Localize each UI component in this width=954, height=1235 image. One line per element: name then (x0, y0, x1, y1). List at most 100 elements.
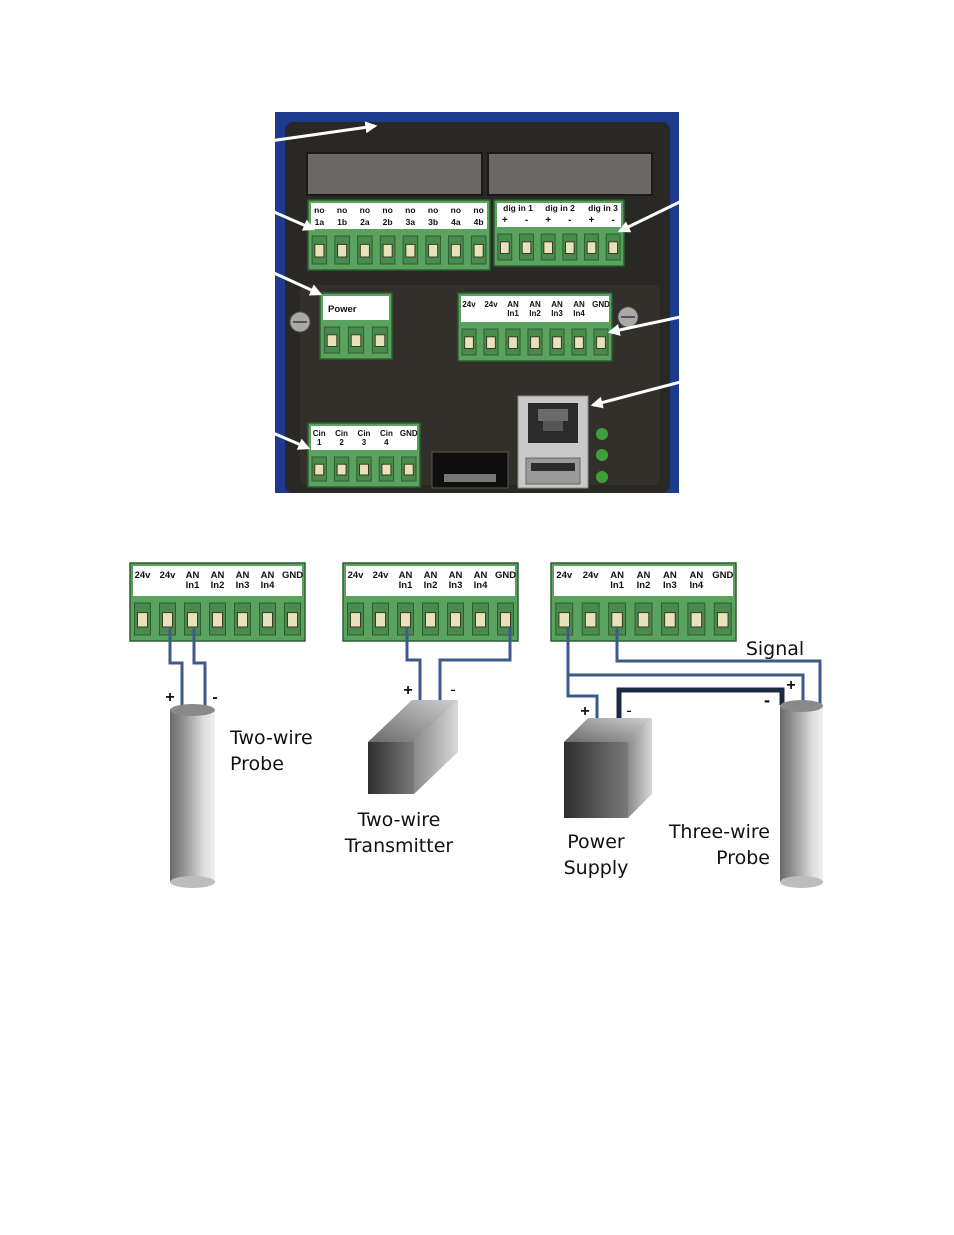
terminal-label: no (473, 205, 483, 215)
terminal-label: GND (592, 300, 610, 309)
probe-minus-label: - (212, 689, 217, 706)
terminal-label: AN (573, 300, 585, 309)
terminal-label: In4 (261, 580, 275, 591)
terminal-label: AN (529, 300, 541, 309)
terminal-label: - (611, 215, 614, 226)
terminal-label: In2 (529, 309, 541, 318)
terminal-label: AN (186, 570, 200, 581)
terminal-label: In2 (424, 580, 438, 591)
two-wire-probe-diagram: + - Two-wire Probe (165, 627, 313, 888)
terminal-label: no (314, 205, 324, 215)
terminal-label: Cin (335, 429, 348, 438)
terminal-label: AN (399, 570, 413, 581)
terminal-label: no (360, 205, 370, 215)
transmitter-label-line1: Two-wire (357, 809, 441, 831)
terminal-label: In3 (236, 580, 250, 591)
terminal-screw-icon (552, 336, 562, 349)
terminal-screw-icon (596, 336, 606, 349)
terminal-label: 4a (451, 217, 461, 227)
terminal-screw-icon (400, 612, 411, 628)
terminal-screw-icon (326, 334, 338, 347)
terminal-screw-icon (336, 463, 347, 476)
signal-label: Signal (746, 638, 804, 660)
supply-minus-label: - (626, 701, 632, 720)
terminal-label: In1 (507, 309, 519, 318)
terminal-screw-icon (381, 463, 392, 476)
terminal-label: In4 (689, 580, 703, 591)
usb-port (431, 451, 509, 489)
terminal-label: In1 (610, 580, 624, 591)
transmitter-label-line2: Transmitter (344, 835, 454, 857)
terminal-label: 24v (160, 570, 177, 581)
led-indicator-icon (596, 428, 608, 440)
terminal-screw-icon (137, 612, 148, 628)
supply-plus-label: + (580, 703, 589, 720)
probe3-minus-label: - (764, 690, 770, 710)
terminal-label: GND (282, 570, 303, 581)
terminal-label: In1 (186, 580, 200, 591)
terminal-label-strip (311, 426, 417, 450)
terminal-screw-icon (405, 243, 416, 258)
power-supply-label-line2: Supply (564, 857, 629, 879)
terminal-label: 2 (339, 438, 344, 447)
terminal-label: 4 (384, 438, 389, 447)
transmitter-plus-label: + (403, 682, 412, 699)
terminal-label-strip (461, 296, 609, 322)
three-wire-probe-label-line1: Three-wire (668, 821, 770, 843)
terminal-label: AN (610, 570, 624, 581)
terminal-screw-icon (403, 463, 414, 476)
callout-arrow-digital (617, 195, 691, 233)
terminal-label: 24v (135, 570, 152, 581)
terminal-label: 1b (337, 217, 347, 227)
terminal-screw-icon (450, 612, 461, 628)
terminal-label: Cin (380, 429, 393, 438)
terminal-label: In2 (211, 580, 225, 591)
terminal-screw-icon (287, 612, 298, 628)
terminal-label: AN (637, 570, 651, 581)
terminal-label: no (451, 205, 461, 215)
terminal-label: 1 (317, 438, 322, 447)
terminal-label: 24v (373, 570, 390, 581)
callout-arrow-analog (607, 308, 714, 336)
terminal-screw-icon (450, 243, 461, 258)
terminal-screw-icon (212, 612, 223, 628)
terminal-screw-icon (611, 612, 623, 628)
terminal-screw-icon (187, 612, 198, 628)
callout-arrow-power (262, 266, 323, 296)
terminal-screw-icon (500, 241, 510, 255)
terminal-label: AN (507, 300, 519, 309)
three-wire-probe-label-line2: Probe (716, 847, 770, 869)
terminal-label-strip (497, 203, 621, 227)
led-indicator-icon (596, 471, 608, 483)
terminal-screw-icon (473, 243, 484, 258)
terminal-screw-icon (521, 241, 532, 255)
terminal-label: 24v (484, 300, 498, 309)
transmitter-minus-label: - (450, 680, 456, 699)
terminal-label: no (428, 205, 438, 215)
terminal-screw-icon (375, 612, 386, 628)
terminal-label: In1 (399, 580, 413, 591)
callout-arrow-counter (251, 422, 311, 450)
terminal-screw-icon (565, 241, 575, 255)
probe3-plus-label: + (786, 677, 795, 694)
terminal-screw-icon (586, 241, 597, 255)
terminal-label: 24v (462, 300, 476, 309)
terminal-screw-icon (486, 336, 496, 349)
terminal-label: 3b (428, 217, 438, 227)
terminal-label: AN (261, 570, 275, 581)
terminal-label: In4 (474, 580, 488, 591)
terminal-label: no (405, 205, 415, 215)
terminal-screw-icon (428, 243, 439, 258)
terminal-screw-icon (359, 463, 369, 476)
terminal-screw-icon (464, 336, 474, 349)
terminal-label: AN (211, 570, 225, 581)
terminal-screw-icon (359, 243, 370, 258)
terminal-screw-icon (314, 243, 325, 258)
power-supply-label-line1: Power (567, 831, 625, 853)
terminal-screw-icon (530, 336, 540, 349)
